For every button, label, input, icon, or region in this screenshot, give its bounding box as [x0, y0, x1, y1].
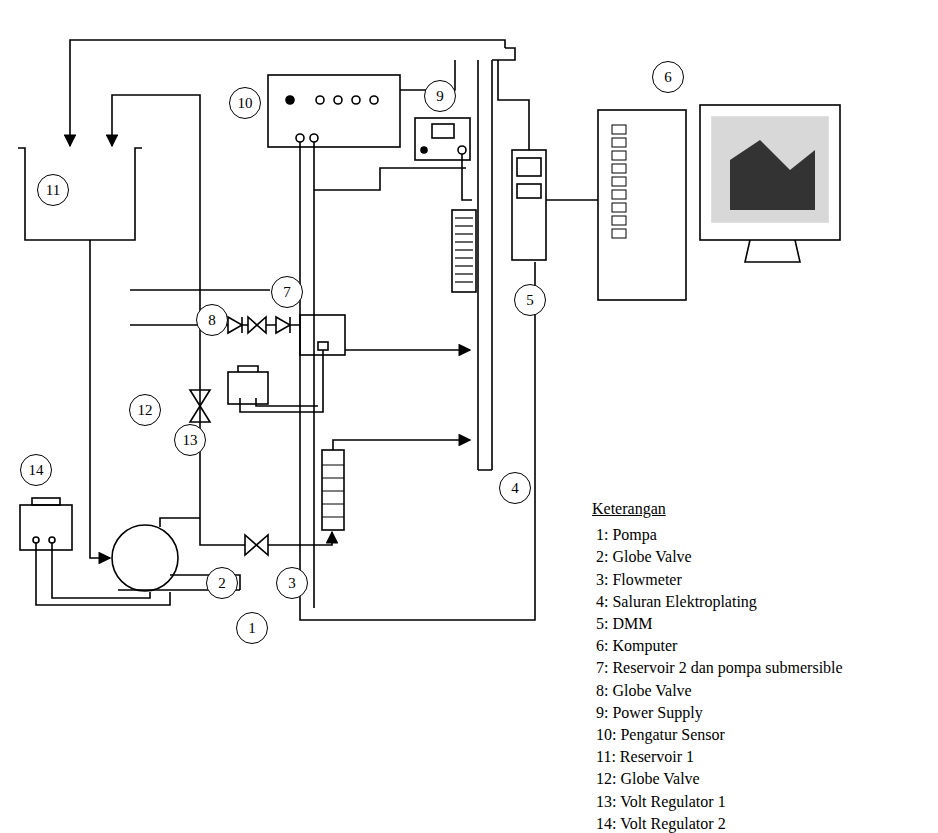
callout-text: 11 [46, 183, 60, 198]
legend-item: 5: DMM [596, 615, 652, 633]
feed-pipe [200, 535, 245, 545]
pump [112, 525, 178, 591]
callout-number: 12 [129, 394, 161, 426]
suction-pipe [90, 240, 110, 558]
signal-wires [300, 60, 535, 620]
globe-valve-8 [242, 317, 276, 333]
callout-number: 13 [174, 424, 206, 456]
flowmeter [322, 450, 344, 530]
volt-regulator-2 [20, 505, 72, 550]
heater-rungs [322, 218, 473, 517]
callout-text: 3 [288, 576, 296, 591]
pump-motor [118, 575, 240, 590]
callout-text: 6 [664, 70, 672, 85]
globe-valve-2 [245, 535, 268, 555]
legend-item: 3: Flowmeter [596, 571, 682, 589]
callout-number: 11 [37, 174, 69, 206]
legend-item: 8: Globe Valve [596, 682, 692, 700]
callout-text: 13 [183, 433, 198, 448]
legend-item: 14: Volt Regulator 2 [596, 815, 726, 833]
reservoir-1 [18, 148, 142, 240]
computer-tower [598, 110, 686, 300]
legend-item: 11: Reservoir 1 [596, 748, 694, 766]
callout-text: 9 [436, 89, 444, 104]
callout-number: 2 [206, 567, 238, 599]
regulator-1-wire [238, 350, 323, 412]
flowmeter-out [333, 440, 470, 450]
callout-text: 1 [248, 621, 256, 636]
regulator-2-wire [36, 543, 170, 605]
branch-line [130, 289, 270, 291]
pump-outlet [160, 518, 200, 527]
check-valve-2 [276, 317, 300, 333]
legend-heading: Keterangan [592, 500, 666, 518]
callout-number: 1 [236, 612, 268, 644]
callout-number: 6 [652, 61, 684, 93]
tower-slots [612, 125, 626, 238]
callout-text: 8 [208, 313, 216, 328]
reservoir-2-out [345, 349, 470, 351]
callout-text: 12 [138, 403, 153, 418]
return-pipe [70, 40, 505, 146]
dmm-lead [498, 60, 529, 150]
callout-number: 4 [499, 472, 531, 504]
legend-item: 4: Saluran Elektroplating [596, 593, 757, 611]
legend-item: 7: Reservoir 2 dan pompa submersible [596, 659, 843, 677]
legend-item: 13: Volt Regulator 1 [596, 793, 726, 811]
submersible-pump [318, 342, 328, 350]
sensor-controller [268, 75, 400, 147]
legend-item: 10: Pengatur Sensor [596, 726, 725, 744]
callout-text: 10 [238, 96, 253, 111]
dmm-cable [546, 199, 598, 201]
channel-top [492, 48, 515, 60]
callout-text: 4 [511, 481, 519, 496]
heater-stack [452, 210, 476, 292]
callout-text: 5 [526, 293, 534, 308]
callout-number: 5 [514, 284, 546, 316]
reservoir-2 [300, 315, 345, 355]
legend-item: 9: Power Supply [596, 704, 703, 722]
volt-regulator-1 [228, 372, 268, 404]
callout-text: 14 [29, 463, 44, 478]
monitor [700, 105, 840, 240]
legend-item: 12: Globe Valve [596, 770, 700, 788]
callout-number: 9 [424, 80, 456, 112]
monitor-stand [745, 240, 800, 262]
dmm [512, 150, 546, 260]
meter [432, 124, 454, 138]
callout-number: 10 [229, 87, 261, 119]
bypass-pipe [112, 95, 200, 535]
callout-number: 3 [276, 567, 308, 599]
legend-item: 6: Komputer [596, 637, 677, 655]
legend-item: 2: Globe Valve [596, 548, 692, 566]
callout-text: 7 [283, 285, 291, 300]
check-valve [228, 317, 242, 333]
globe-valve-12 [190, 390, 210, 422]
callout-number: 7 [271, 276, 303, 308]
electroplating-channel [478, 60, 492, 470]
callout-number: 8 [196, 304, 228, 336]
power-supply [415, 118, 470, 160]
legend-item: 1: Pompa [596, 526, 657, 544]
callout-text: 2 [218, 576, 226, 591]
callout-number: 14 [20, 454, 52, 486]
